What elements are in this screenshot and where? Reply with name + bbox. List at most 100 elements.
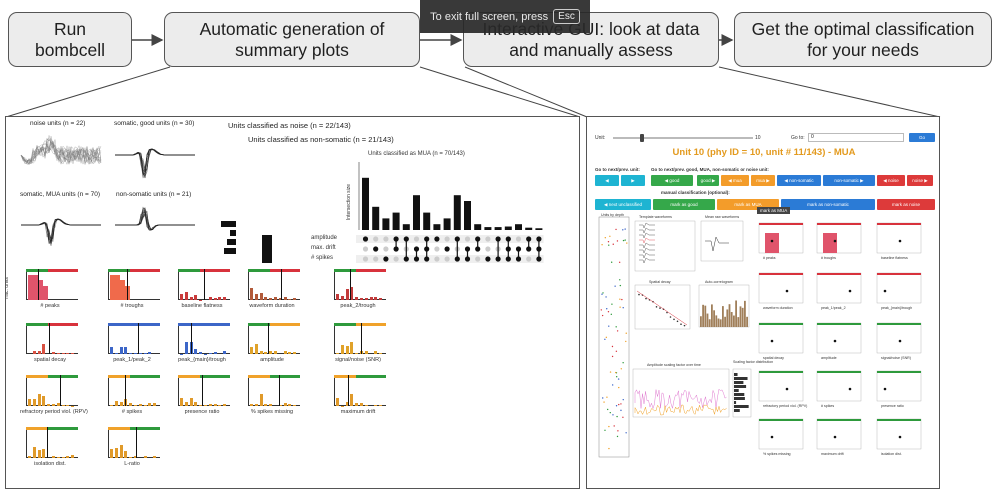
upset-bar (464, 201, 471, 230)
depth-dot (621, 298, 623, 301)
step-interactive-gui: Interactive GUI: look at data and manual… (463, 12, 719, 67)
nav-button[interactable]: mua ▶ (751, 175, 775, 186)
acg-bar (726, 309, 729, 327)
esc-key[interactable]: Esc (553, 9, 580, 24)
depth-dot (606, 408, 609, 411)
histogram-bar (143, 352, 147, 354)
scaling-bar (734, 381, 744, 384)
histogram-plot: refractory period viol. (RPV) (20, 369, 88, 415)
histogram-label: presence ratio (184, 409, 220, 415)
histogram-bar (56, 403, 60, 406)
template-waveforms-title: Template waveforms (639, 215, 672, 219)
metric-marker (833, 339, 837, 343)
waveform-title-noise: noise units (n = 22) (30, 120, 86, 127)
upset-title-non-somatic: Units classified as non-somatic (n = 21/… (248, 135, 394, 144)
depth-dot (625, 432, 627, 434)
depth-dot (615, 375, 618, 378)
histogram-bar (264, 404, 268, 406)
histogram-bar (134, 352, 137, 354)
histogram-plot: presence ratio (172, 369, 232, 415)
scaling-bar (734, 393, 745, 396)
histogram-bar (288, 403, 292, 406)
histogram-plot: maximum drift (328, 369, 388, 415)
manual-classification-button[interactable]: mark as non-somatic (781, 199, 875, 210)
upset-bar (474, 224, 482, 230)
depth-dot (611, 384, 614, 386)
histogram-bar (32, 398, 36, 406)
histogram-bar (189, 398, 193, 406)
threshold-band (130, 427, 160, 430)
metric-title: baseline flatness (881, 256, 908, 260)
nav-button[interactable]: ◀ mua (721, 175, 749, 186)
depth-dot (615, 405, 618, 407)
manual-classification-button[interactable]: ◀ next unclassified (595, 199, 651, 210)
goto-button[interactable]: Go (909, 133, 935, 142)
depth-dot (608, 425, 610, 428)
histogram-bar (213, 298, 217, 300)
histogram-bar (153, 403, 157, 406)
template-trace (639, 242, 655, 249)
goto-input[interactable]: 0 (808, 133, 904, 142)
acg-bar (722, 306, 724, 327)
histogram-bar (288, 352, 292, 354)
histogram-bar (129, 456, 133, 458)
waveform-plot-mua (21, 218, 101, 246)
scaling-bar (734, 389, 739, 392)
step-run-bombcell: Run bombcell (8, 12, 132, 67)
threshold-line (136, 427, 137, 458)
manual-classification-button[interactable]: mark as noise (877, 199, 935, 210)
acg-bar (739, 306, 742, 327)
histogram-plot: baseline flatness (172, 263, 232, 309)
depth-dot (610, 313, 613, 316)
histogram-bar (350, 287, 354, 300)
histogram-bar (124, 398, 128, 406)
histogram-axis (108, 269, 160, 300)
threshold-line (281, 269, 282, 300)
depth-dot (615, 228, 617, 231)
template-trace (639, 237, 655, 244)
unit-slider-handle[interactable] (640, 134, 644, 142)
acg-bar (728, 304, 731, 327)
threshold-line (49, 323, 50, 354)
histogram-bar (124, 346, 128, 354)
nav-button[interactable]: ◀ good (651, 175, 693, 186)
histogram-axis (26, 269, 78, 300)
waveform-trace (115, 215, 195, 231)
metric-title: refractory period viol. (RPV) (763, 404, 807, 408)
nav-button[interactable]: ▶ (621, 175, 645, 186)
depth-dot (603, 401, 605, 403)
histogram-bar (204, 405, 207, 406)
histogram-bar (288, 298, 292, 300)
histogram-label: # troughs (120, 303, 144, 309)
nav-button[interactable]: ◀ (595, 175, 619, 186)
histogram-bar (364, 404, 368, 406)
nav-button[interactable]: non-somatic ▶ (823, 175, 875, 186)
metric-marker (785, 289, 789, 293)
histogram-bar (213, 351, 217, 354)
depth-dot (607, 311, 610, 313)
spatial-decay-dot (673, 318, 675, 321)
threshold-band (200, 269, 230, 272)
nav-button[interactable]: ◀ noise (877, 175, 905, 186)
histogram-plot: peak_1/peak_2 (102, 317, 162, 363)
histogram-bar (278, 297, 282, 300)
nav-button[interactable]: good ▶ (697, 175, 719, 186)
nav-button[interactable]: noise ▶ (907, 175, 933, 186)
upset-setsize-bar (230, 230, 236, 236)
template-trace (639, 222, 655, 229)
nav-button[interactable]: ◀ non-somatic (777, 175, 821, 186)
manual-classification-button[interactable]: mark as good (653, 199, 715, 210)
depth-dot (609, 371, 612, 373)
depth-dot (622, 398, 624, 401)
manual-classification-button[interactable]: mark as MUA (717, 199, 779, 210)
depth-dot (619, 284, 622, 287)
histogram-bar (360, 403, 363, 406)
unit-slider-track[interactable] (613, 137, 753, 139)
histogram-bar (355, 297, 359, 300)
histogram-bar (52, 455, 55, 458)
depth-dot (606, 396, 608, 398)
metric-band (759, 371, 803, 373)
depth-dot (609, 411, 611, 414)
